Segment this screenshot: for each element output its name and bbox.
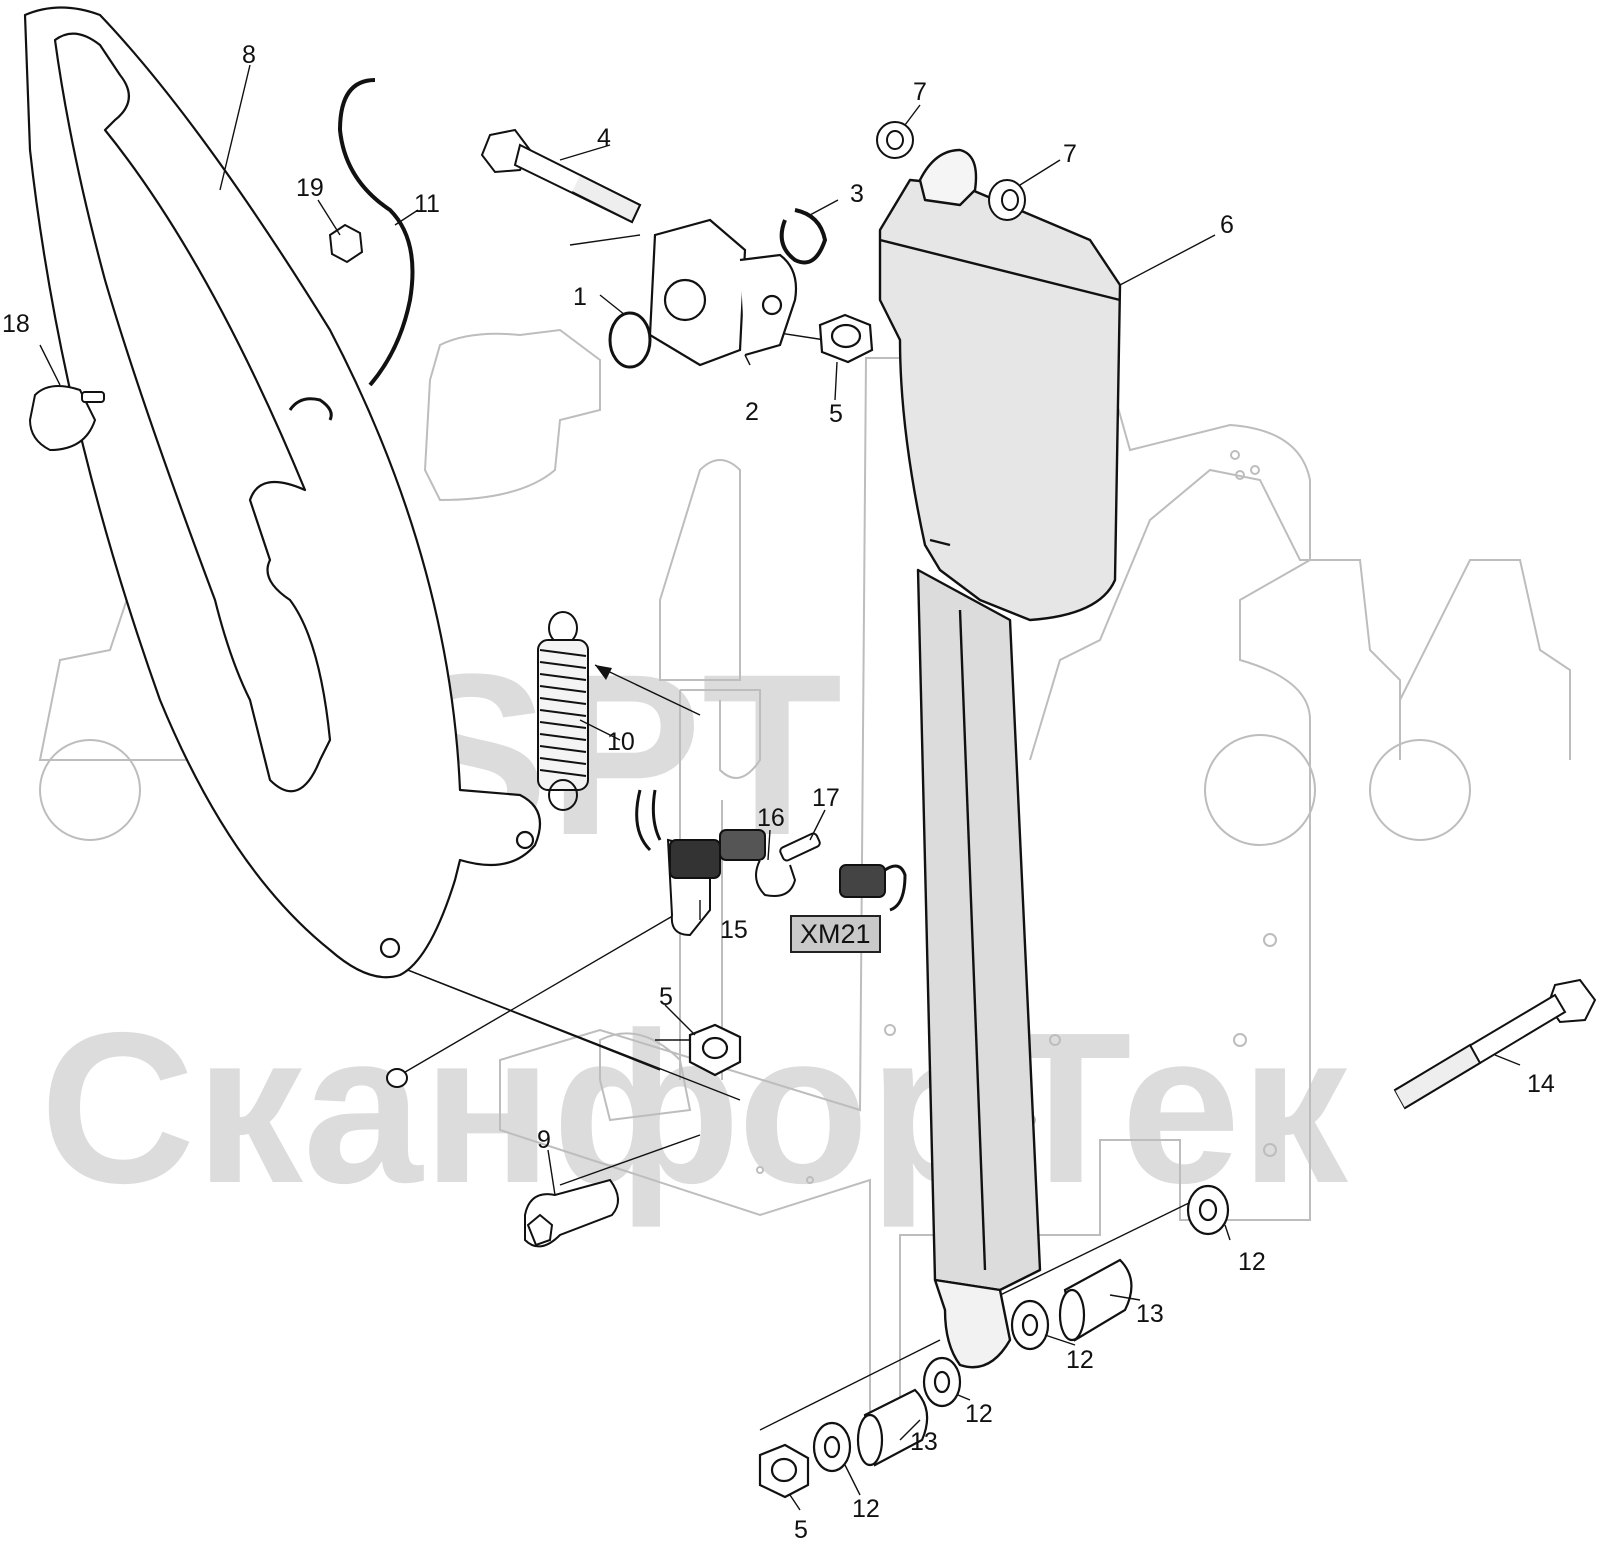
callout-6: 6 (1220, 211, 1234, 239)
screw-17 (779, 832, 821, 862)
ring-1 (608, 311, 652, 369)
connector-tag-xm21: XM21 (790, 915, 881, 953)
callout-18: 18 (2, 310, 30, 338)
callout-5-top: 5 (829, 400, 843, 428)
callout-13-b: 13 (910, 1428, 938, 1456)
callout-1: 1 (573, 283, 587, 311)
washer-12-c (922, 1356, 962, 1408)
callout-15: 15 (720, 916, 748, 944)
bolt-14 (1393, 978, 1597, 1110)
callout-leaders (39, 64, 1521, 1511)
lever-plate (23, 6, 542, 979)
screw-9 (524, 1178, 619, 1248)
nut-5-top (818, 313, 874, 364)
washer-12-d (812, 1421, 852, 1473)
clip-11 (288, 397, 333, 421)
callout-12-d: 12 (852, 1495, 880, 1523)
bushing-13-a (1058, 1258, 1133, 1342)
callout-7-right: 7 (1063, 140, 1077, 168)
clamp-16 (755, 859, 797, 897)
nut-5-bottom (758, 1443, 810, 1499)
sensor-15 (635, 789, 766, 937)
callout-12-c: 12 (965, 1400, 993, 1428)
bracket-2 (648, 218, 798, 367)
callout-11: 11 (414, 190, 440, 218)
cap-18 (28, 385, 105, 452)
callout-16: 16 (757, 804, 785, 832)
bushing-7-left (876, 121, 914, 159)
callout-3: 3 (850, 180, 864, 208)
pin-small (386, 1068, 408, 1088)
spring-10 (537, 611, 589, 811)
callout-14: 14 (1527, 1070, 1555, 1098)
connector-xm21-plug (839, 864, 907, 912)
callout-8: 8 (242, 41, 256, 69)
bushing-7-right (988, 179, 1026, 221)
washer-12-a (1186, 1184, 1230, 1236)
circlip-3 (779, 208, 828, 265)
callout-17: 17 (812, 784, 840, 812)
callout-19: 19 (296, 174, 324, 202)
bushing-13-b (856, 1388, 929, 1467)
callout-10: 10 (607, 728, 635, 756)
callout-12-a: 12 (1238, 1248, 1266, 1276)
callout-13-a: 13 (1136, 1300, 1164, 1328)
callout-9: 9 (537, 1126, 551, 1154)
callout-7-left: 7 (913, 78, 927, 106)
callout-4: 4 (597, 124, 611, 152)
cable (337, 78, 415, 387)
washer-12-b (1010, 1299, 1050, 1351)
nut-5-middle (688, 1023, 742, 1077)
callout-5-middle: 5 (659, 983, 673, 1011)
spring-direction-arrow (595, 665, 612, 680)
callout-2: 2 (745, 398, 759, 426)
callout-12-b: 12 (1066, 1346, 1094, 1374)
linear-actuator (878, 148, 1122, 1369)
bolt-4 (480, 128, 642, 224)
callout-5-bottom: 5 (794, 1516, 808, 1544)
nut-19 (328, 223, 364, 264)
